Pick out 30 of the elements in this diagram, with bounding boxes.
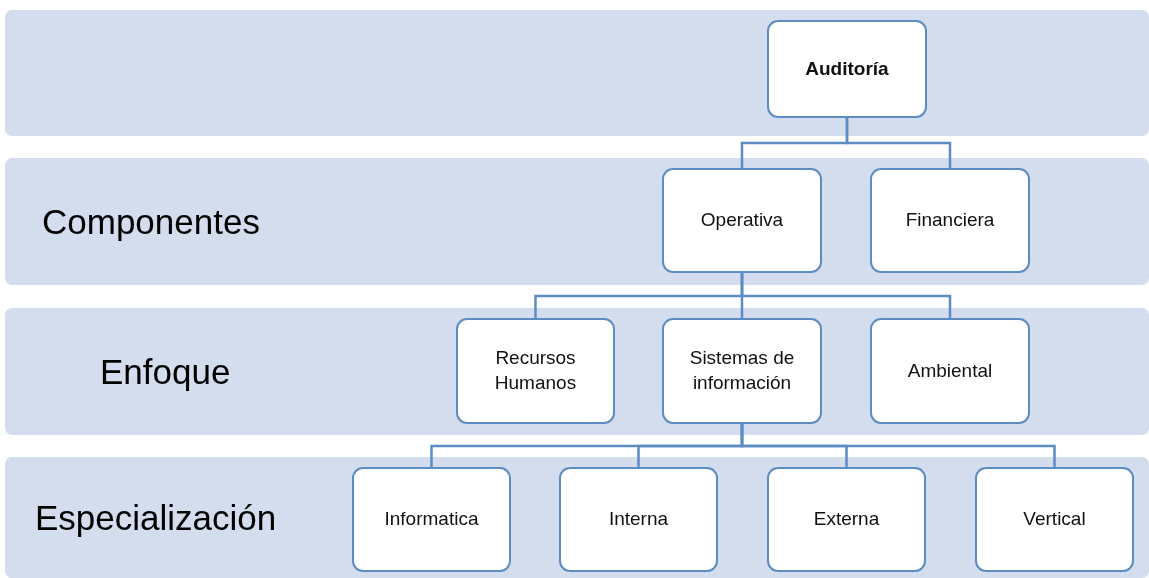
row-band — [5, 10, 1149, 136]
row-label: Componentes — [42, 201, 260, 242]
process-box — [456, 318, 615, 424]
row-label: Especialización — [35, 497, 277, 538]
box-label: Externa — [813, 507, 880, 532]
process-box — [559, 467, 718, 572]
box-label: Auditoría — [805, 56, 889, 81]
connector-line — [740, 424, 1056, 467]
process-box — [870, 168, 1030, 273]
row-band — [5, 308, 1149, 435]
row-band — [5, 158, 1149, 285]
process-box — [767, 467, 926, 572]
box-label: Informatica — [384, 507, 479, 532]
box-label: Operativa — [700, 208, 784, 233]
process-box — [662, 318, 822, 424]
connector-line — [845, 118, 952, 168]
process-box — [975, 467, 1134, 572]
process-box — [870, 318, 1030, 424]
process-box — [662, 168, 822, 273]
box-label: Sistemas de información — [688, 346, 796, 395]
process-box — [767, 20, 927, 118]
row-band — [5, 457, 1149, 578]
process-box — [352, 467, 511, 572]
connector-line — [740, 273, 952, 318]
box-label: Ambiental — [907, 358, 993, 383]
box-label: Recursos Humanos — [493, 346, 578, 395]
box-label: Vertical — [1023, 507, 1086, 532]
row-label: Enfoque — [100, 351, 231, 392]
box-label: Financiera — [905, 208, 995, 233]
box-label: Interna — [608, 507, 669, 532]
